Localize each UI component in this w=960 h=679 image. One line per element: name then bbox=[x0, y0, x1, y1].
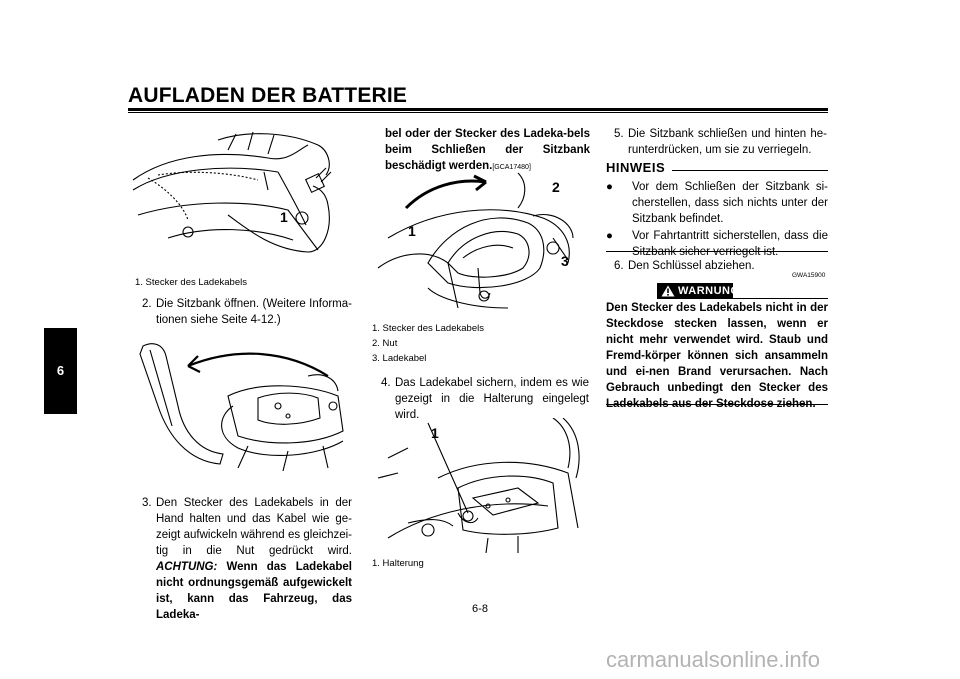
warning-label: WARNUNG bbox=[678, 285, 740, 297]
warning-badge: WARNUNG bbox=[657, 283, 739, 299]
page-number: 6-8 bbox=[472, 603, 488, 615]
bullet-icon: ● bbox=[606, 230, 613, 242]
fig4-caption: 1. Halterung bbox=[372, 558, 424, 569]
hinweis-label: HINWEIS bbox=[606, 160, 666, 175]
step-4: 4. Das Ladekabel sichern, indem es wie g… bbox=[381, 377, 589, 421]
achtung-code: [GCA17480] bbox=[492, 164, 531, 171]
step-2: 2. Die Sitzbank öffnen. (Weitere Informa… bbox=[142, 298, 352, 326]
fig3-caption-3: 3. Ladekabel bbox=[372, 353, 427, 364]
figure-cable-holder: 1 bbox=[377, 418, 580, 553]
hinweis-bullet-2: ● Vor Fahrtantritt sicherstellen, dass d… bbox=[606, 230, 828, 258]
fig1-callout-1: 1 bbox=[280, 209, 288, 225]
warning-code: GWA15900 bbox=[792, 272, 826, 279]
step-5: 5. Die Sitzbank schließen und hinten he-… bbox=[614, 128, 827, 156]
fig4-callout-1: 1 bbox=[431, 425, 439, 441]
fig3-callout-1: 1 bbox=[408, 223, 416, 239]
achtung-label: ACHTUNG: bbox=[156, 561, 218, 573]
hinweis-bullet-1: ● Vor dem Schließen der Sitzbank si-cher… bbox=[606, 181, 828, 225]
fig3-caption-1: 1. Stecker des Ladekabels bbox=[372, 323, 484, 334]
watermark: carmanualsonline.info bbox=[606, 647, 821, 672]
hinweis-rule bbox=[672, 170, 828, 171]
fig3-callout-3: 3 bbox=[561, 253, 569, 269]
fig3-callout-2: 2 bbox=[552, 179, 560, 195]
fig1-caption: 1. Stecker des Ladekabels bbox=[135, 277, 247, 288]
step-3: 3. Den Stecker des Ladekabels in der Han… bbox=[142, 497, 352, 621]
warning-triangle-icon bbox=[661, 285, 675, 297]
figure-seat-plug: 1 bbox=[132, 131, 332, 253]
figure-cable-groove: 1 2 3 bbox=[377, 172, 574, 309]
step-3-continued: bel oder der Stecker des Ladeka-bels bei… bbox=[385, 128, 590, 172]
title-rule bbox=[128, 108, 828, 111]
step-6: 6. Den Schlüssel abziehen. bbox=[614, 260, 755, 272]
bullet-icon: ● bbox=[606, 181, 613, 193]
figure-open-seat bbox=[139, 343, 344, 471]
warning-text: Den Stecker des Ladekabels nicht in der … bbox=[606, 302, 828, 410]
hinweis-end-rule bbox=[606, 251, 828, 252]
achtung-text: Wenn das Ladekabel nicht ordnungsgemäß a… bbox=[156, 561, 352, 621]
warning-rule bbox=[733, 298, 828, 299]
chapter-tab: 6 bbox=[44, 328, 77, 414]
step-3-text: Den Stecker des Ladekabels in der Hand h… bbox=[156, 497, 352, 557]
page-title: AUFLADEN DER BATTERIE bbox=[128, 84, 408, 107]
title-rule-thin bbox=[128, 112, 828, 113]
fig3-caption-2: 2. Nut bbox=[372, 338, 398, 349]
warning-end-rule bbox=[606, 404, 828, 405]
